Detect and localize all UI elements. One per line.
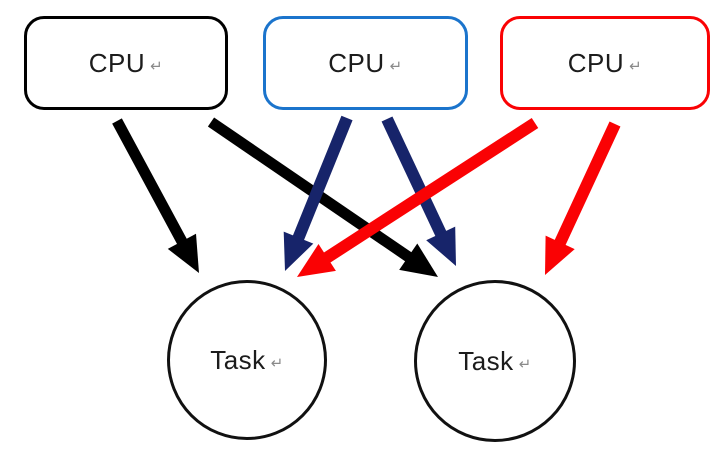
arrow-cpu-middle-to-task-right	[381, 116, 456, 266]
arrow-cpu-middle-to-task-left	[283, 115, 353, 271]
arrow-cpu-right-to-task-left	[297, 117, 539, 277]
task-left-label: Task	[210, 344, 266, 375]
paragraph-mark-icon: ↵	[518, 356, 532, 373]
paragraph-mark-icon: ↵	[629, 58, 643, 75]
cpu-right-node: CPU↵	[500, 16, 710, 110]
task-left-node: Task↵	[167, 280, 327, 440]
arrow-cpu-left-to-task-right	[207, 117, 438, 277]
cpu-right-label: CPU	[567, 47, 625, 78]
task-right-label: Task	[458, 345, 514, 376]
paragraph-mark-icon: ↵	[389, 58, 403, 75]
cpu-left-node: CPU↵	[24, 16, 228, 110]
task-right-node: Task↵	[414, 280, 576, 442]
arrow-cpu-right-to-task-right	[545, 121, 621, 275]
cpu-middle-label: CPU	[328, 47, 385, 78]
cpu-middle-node: CPU↵	[263, 16, 468, 110]
paragraph-mark-icon: ↵	[270, 355, 284, 372]
paragraph-mark-icon: ↵	[150, 58, 164, 75]
cpu-left-label: CPU	[88, 47, 146, 78]
arrow-cpu-left-to-task-left	[112, 118, 199, 273]
